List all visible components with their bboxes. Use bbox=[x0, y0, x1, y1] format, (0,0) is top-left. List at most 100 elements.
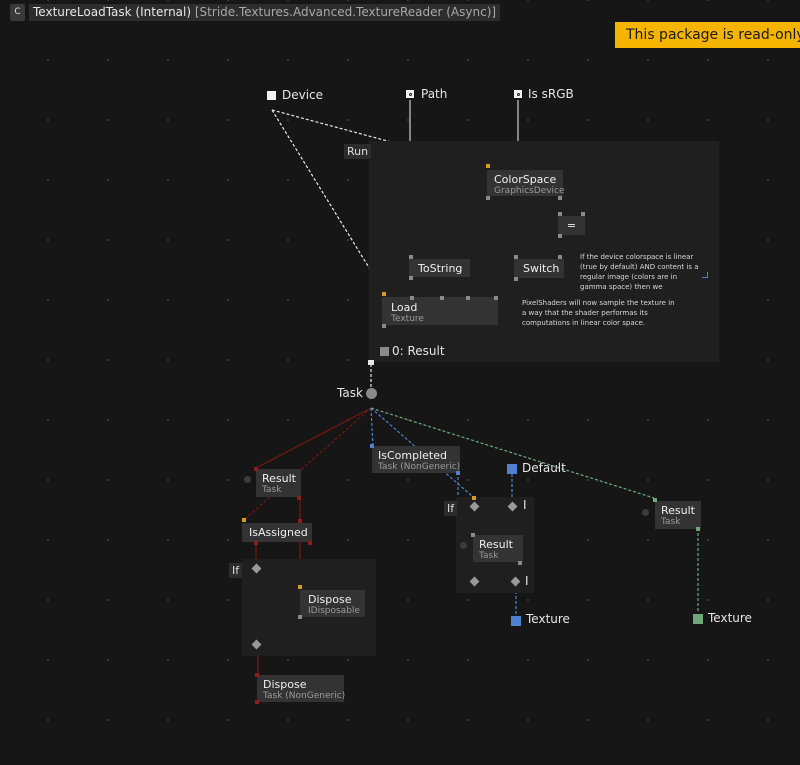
colorspace-output-pin-b[interactable] bbox=[558, 196, 562, 200]
result-left-node[interactable]: Result Task bbox=[256, 469, 301, 497]
default-input-pad[interactable] bbox=[507, 464, 517, 474]
load-title: Load bbox=[391, 301, 418, 314]
patch-title: TextureLoadTask (Internal) [Stride.Textu… bbox=[29, 4, 501, 21]
srgb-input-pad[interactable] bbox=[514, 90, 522, 98]
load-output-pin[interactable] bbox=[382, 324, 386, 328]
if-mid-pipe-bottom-label: I bbox=[525, 574, 529, 588]
shader-comment: PixelShaders will now sample the texture… bbox=[522, 299, 675, 327]
colorspace-subtitle: GraphicsDevice bbox=[494, 186, 565, 196]
colorspace-title: ColorSpace bbox=[494, 173, 557, 186]
class-badge: C bbox=[10, 4, 25, 21]
if-mid-pipe-top-label: I bbox=[523, 498, 527, 512]
switch-output-pin[interactable] bbox=[514, 277, 518, 281]
result-left-subtitle: Task bbox=[262, 485, 282, 495]
patch-name: TextureLoadTask (Internal) bbox=[33, 5, 192, 19]
equals-output-pin[interactable] bbox=[558, 234, 562, 238]
switch-input-pin-b[interactable] bbox=[558, 255, 562, 259]
load-subtitle: Texture bbox=[391, 314, 424, 324]
dispose-bottom-input-pin[interactable] bbox=[255, 673, 259, 677]
device-input-pad[interactable] bbox=[267, 91, 276, 100]
equals-input-pin-a[interactable] bbox=[558, 212, 562, 216]
isassigned-output-pin-a[interactable] bbox=[254, 541, 258, 545]
task-pad-label: Task bbox=[337, 386, 363, 400]
load-input-pin-c[interactable] bbox=[466, 296, 470, 300]
result-mid-subtitle: Task bbox=[479, 551, 499, 561]
task-pad[interactable] bbox=[366, 388, 377, 399]
iscompleted-input-pin[interactable] bbox=[370, 444, 374, 448]
result-right-input-pin[interactable] bbox=[653, 498, 657, 502]
dispose-bottom-node[interactable]: Dispose Task (NonGeneric) bbox=[257, 675, 346, 702]
default-input-label: Default bbox=[522, 461, 566, 475]
wire-task-isassigned bbox=[243, 407, 372, 521]
load-input-pin-device[interactable] bbox=[382, 292, 386, 296]
isassigned-title: IsAssigned bbox=[249, 526, 308, 539]
colorspace-output-pin-a[interactable] bbox=[486, 196, 490, 200]
switch-node[interactable]: Switch bbox=[514, 259, 564, 278]
wire-device-load bbox=[271, 109, 385, 293]
dispose-bottom-subtitle: Task (NonGeneric) bbox=[263, 691, 346, 701]
texture-mid-output-pad[interactable] bbox=[511, 616, 521, 626]
switch-title: Switch bbox=[523, 262, 560, 275]
result-right-state-dot bbox=[642, 509, 649, 516]
path-input-pad[interactable] bbox=[406, 90, 414, 98]
if-region-left-label: If bbox=[229, 563, 243, 578]
result-mid-output-pin[interactable] bbox=[518, 561, 522, 565]
run-region-label: Run bbox=[344, 144, 372, 159]
iscompleted-title: IsCompleted bbox=[378, 449, 447, 462]
load-node[interactable]: Load Texture bbox=[382, 297, 498, 325]
wire-task-iscompleted bbox=[370, 407, 374, 449]
dispose-bottom-output-pin[interactable] bbox=[255, 700, 259, 704]
isassigned-output-pin-b[interactable] bbox=[308, 541, 312, 545]
result-left-output-pin[interactable] bbox=[297, 496, 301, 500]
readonly-banner: This package is read-only, bbox=[615, 22, 800, 48]
result-mid-title: Result bbox=[479, 538, 513, 551]
load-input-pin-b[interactable] bbox=[440, 296, 444, 300]
colorspace-comment: If the device colorspace is linear (true… bbox=[580, 253, 699, 291]
result-right-subtitle: Task bbox=[661, 517, 681, 527]
tostring-node[interactable]: ToString bbox=[409, 259, 470, 277]
result-mid-node[interactable]: Result Task bbox=[473, 535, 523, 562]
path-input-label: Path bbox=[421, 87, 448, 101]
result-right-node[interactable]: Result Task bbox=[655, 501, 701, 529]
run-output-pad[interactable] bbox=[380, 347, 389, 356]
dispose-inner-input-pin[interactable] bbox=[298, 585, 302, 589]
colorspace-node[interactable]: ColorSpace GraphicsDevice bbox=[487, 170, 565, 196]
texture-right-output-pad[interactable] bbox=[693, 614, 703, 624]
tostring-output-pin[interactable] bbox=[409, 276, 413, 280]
iscompleted-node[interactable]: IsCompleted Task (NonGeneric) bbox=[372, 446, 460, 473]
if-region-mid-label: If bbox=[444, 501, 458, 516]
colorspace-input-pin[interactable] bbox=[486, 164, 490, 168]
isassigned-input-pin-a[interactable] bbox=[242, 518, 246, 522]
srgb-input-label: Is sRGB bbox=[528, 87, 574, 101]
result-mid-input-pin[interactable] bbox=[471, 533, 475, 537]
texture-mid-output-label: Texture bbox=[526, 612, 570, 626]
result-left-input-pin[interactable] bbox=[254, 467, 258, 471]
dispose-bottom-title: Dispose bbox=[263, 678, 307, 691]
load-input-pin-srgb[interactable] bbox=[494, 296, 498, 300]
switch-input-pin-a[interactable] bbox=[514, 255, 518, 259]
equals-input-pin-b[interactable] bbox=[581, 212, 585, 216]
result-left-title: Result bbox=[262, 472, 296, 485]
dispose-inner-output-pin[interactable] bbox=[298, 615, 302, 619]
load-input-pin-path[interactable] bbox=[410, 296, 414, 300]
if-mid-condition-pin[interactable] bbox=[472, 496, 476, 500]
patch-type-path: [Stride.Textures.Advanced.TextureReader … bbox=[194, 5, 497, 19]
equals-title: = bbox=[566, 219, 577, 232]
result-left-state-dot bbox=[244, 476, 251, 483]
isassigned-node[interactable]: IsAssigned bbox=[242, 523, 312, 542]
dispose-inner-node[interactable]: Dispose IDisposable bbox=[300, 590, 365, 617]
equals-node[interactable]: = bbox=[558, 216, 585, 235]
texture-right-output-label: Texture bbox=[708, 611, 752, 625]
iscompleted-subtitle: Task (NonGeneric) bbox=[378, 462, 461, 472]
result-right-output-pin[interactable] bbox=[696, 527, 700, 531]
run-splicer-pin[interactable] bbox=[368, 360, 374, 365]
iscompleted-output-pin[interactable] bbox=[456, 471, 460, 475]
dispose-inner-title: Dispose bbox=[308, 593, 352, 606]
wire-task-resultleft bbox=[255, 407, 372, 469]
tostring-input-pin[interactable] bbox=[409, 255, 413, 259]
comment-resize-handle[interactable] bbox=[702, 272, 708, 278]
result-right-title: Result bbox=[661, 504, 695, 517]
isassigned-input-pin-b[interactable] bbox=[298, 519, 302, 523]
run-output-label: 0: Result bbox=[392, 344, 445, 358]
